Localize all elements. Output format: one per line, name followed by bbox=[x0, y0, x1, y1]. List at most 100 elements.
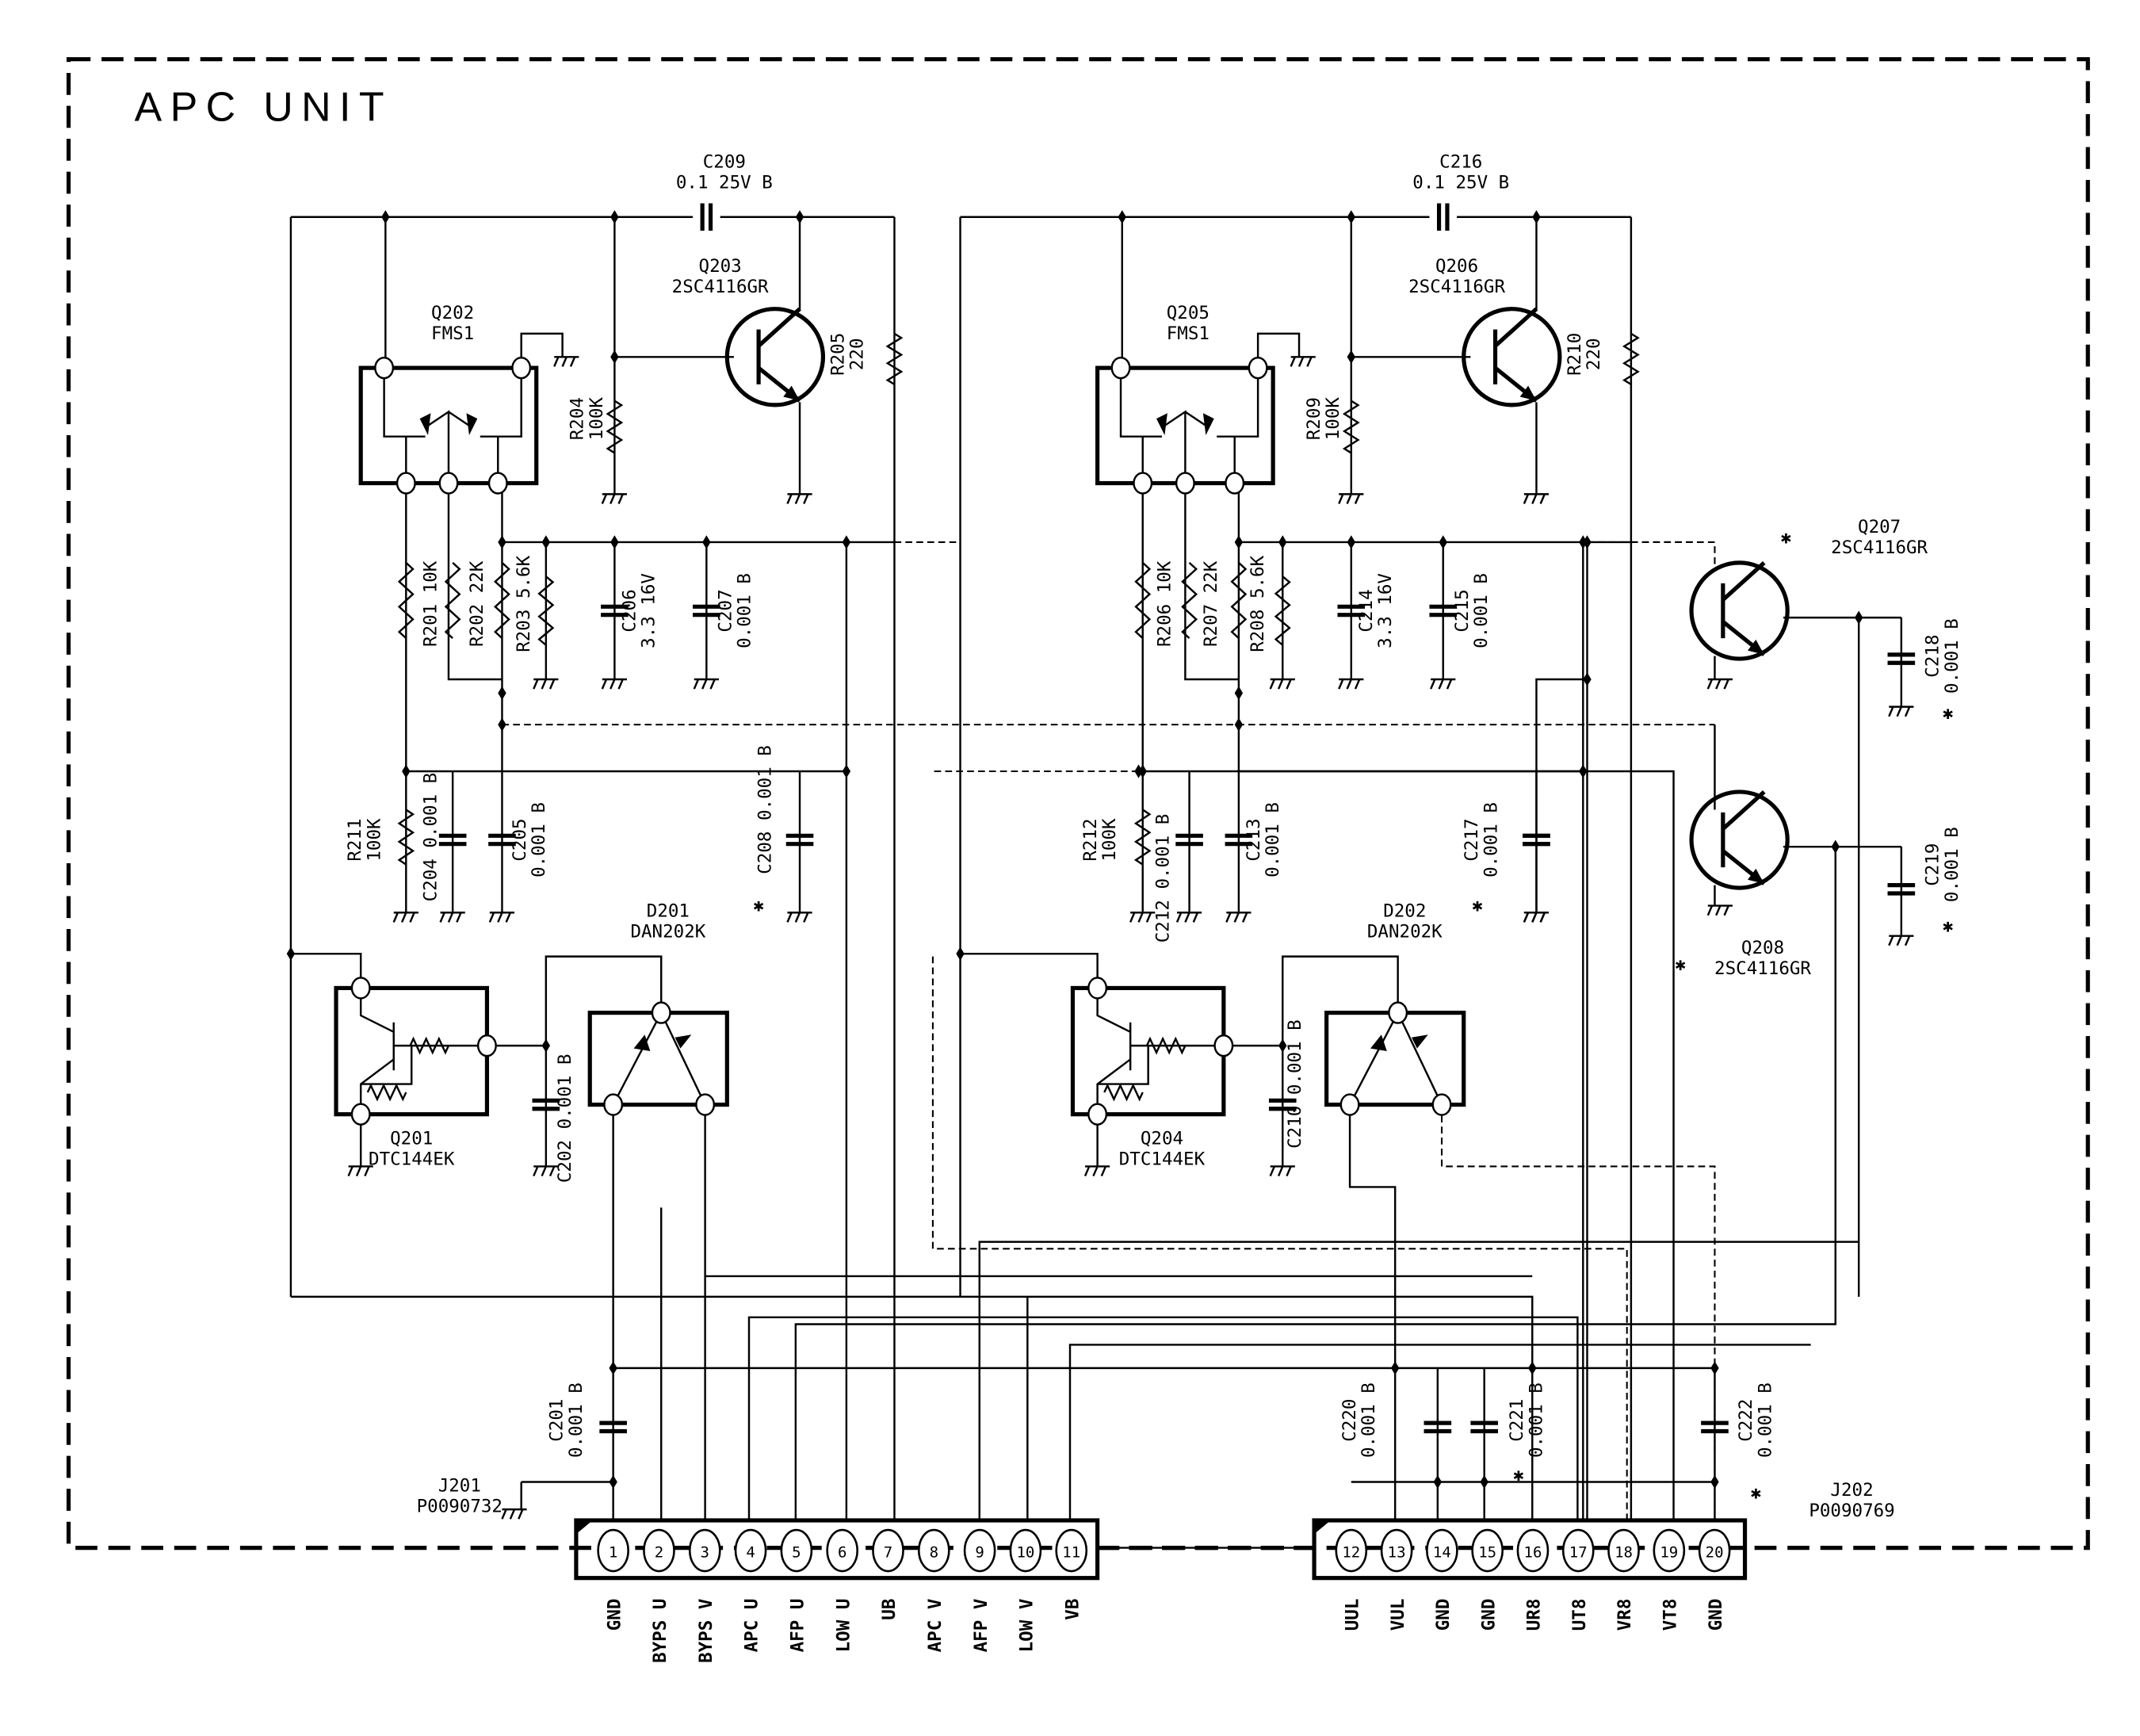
special-part-marker: ✱ bbox=[1675, 954, 1686, 975]
label-r204: 100K bbox=[587, 397, 607, 441]
connector-pin bbox=[1335, 1528, 1368, 1573]
pin-label: BYPS V bbox=[696, 1599, 717, 1663]
ground-icon bbox=[553, 356, 579, 367]
pin-label: GND bbox=[604, 1599, 625, 1631]
pin-number: 5 bbox=[792, 1544, 801, 1562]
pin-label: UB bbox=[879, 1599, 900, 1620]
pin-number: 6 bbox=[838, 1544, 846, 1562]
connector-pin bbox=[872, 1528, 904, 1573]
label-q204: Q204 bbox=[1141, 1129, 1183, 1149]
ground-icon bbox=[439, 912, 465, 923]
connector-ref: J202 bbox=[1830, 1480, 1873, 1501]
label-r210: R210 bbox=[1565, 333, 1585, 376]
label-c218: 0.001 B bbox=[1942, 618, 1962, 694]
ground-icon bbox=[1175, 912, 1202, 923]
connector-pin bbox=[1607, 1528, 1640, 1573]
pin-number: 4 bbox=[746, 1544, 755, 1562]
wire bbox=[978, 1241, 1859, 1520]
ground-icon bbox=[1430, 678, 1456, 690]
pin-circle bbox=[374, 356, 395, 380]
label-c219: C219 bbox=[1923, 843, 1943, 886]
label-r206: R206 10K bbox=[1154, 560, 1175, 647]
package-outline bbox=[587, 1011, 729, 1107]
pin-label: GND bbox=[1706, 1599, 1726, 1631]
emitter-arrow bbox=[783, 385, 801, 401]
label-c221: C221 bbox=[1507, 1399, 1527, 1442]
label-r212: R212 bbox=[1080, 818, 1101, 861]
package-outline bbox=[574, 1518, 1100, 1581]
connector-pin bbox=[963, 1528, 996, 1573]
diode-symbol bbox=[633, 1034, 692, 1052]
resistor-symbol bbox=[444, 562, 461, 639]
ground-icon bbox=[1269, 1165, 1295, 1177]
ground-icon bbox=[1888, 705, 1914, 717]
special-part-marker: ✱ bbox=[1943, 916, 1954, 936]
special-part-marker: ✱ bbox=[1472, 896, 1483, 916]
label-q207: 2SC4116GR bbox=[1831, 537, 1928, 558]
pin-number: 7 bbox=[884, 1544, 892, 1562]
connector-ref: J201 bbox=[438, 1476, 481, 1497]
pin-number: 15 bbox=[1478, 1544, 1496, 1562]
pin-label: GND bbox=[1433, 1599, 1454, 1631]
pin-circle bbox=[396, 472, 416, 495]
pin-label: AFP V bbox=[971, 1599, 992, 1653]
pin-label: VUL bbox=[1388, 1599, 1408, 1631]
special-part-marker: ✱ bbox=[753, 896, 764, 916]
ground-icon bbox=[786, 912, 812, 923]
ground-icon bbox=[1083, 1165, 1110, 1177]
label-c205: 0.001 B bbox=[529, 802, 549, 878]
wire bbox=[1535, 678, 1588, 913]
pin-circle bbox=[1248, 356, 1268, 380]
resistor-symbol bbox=[366, 1083, 407, 1102]
pin-number: 2 bbox=[655, 1544, 663, 1562]
label-c202: C202 0.001 B bbox=[555, 1054, 575, 1183]
transistor-symbol bbox=[1689, 790, 1790, 890]
label-c206: C206 bbox=[619, 589, 640, 632]
pin-label: LOW U bbox=[833, 1599, 854, 1653]
capacitor-symbol bbox=[1436, 203, 1450, 231]
label-c214: 3.3 16V bbox=[1375, 573, 1396, 648]
label-c215: C215 bbox=[1452, 589, 1473, 632]
connector-pin bbox=[734, 1528, 767, 1573]
label-c209: C209 bbox=[703, 151, 746, 172]
pin-number: 11 bbox=[1062, 1544, 1080, 1562]
resistor-symbol bbox=[494, 562, 510, 639]
label-c220: 0.001 B bbox=[1359, 1382, 1379, 1458]
connector-pin bbox=[597, 1528, 629, 1573]
junction-dot bbox=[1234, 686, 1244, 700]
label-q205: FMS1 bbox=[1167, 323, 1209, 344]
label-r207: R207 22K bbox=[1201, 560, 1221, 647]
connector-pin bbox=[1698, 1528, 1731, 1573]
label-q206: Q206 bbox=[1435, 256, 1478, 277]
capacitor-symbol bbox=[488, 833, 516, 847]
resistor-symbol bbox=[409, 1036, 450, 1055]
pin-circle bbox=[1087, 1103, 1108, 1126]
label-d201: D201 bbox=[647, 901, 690, 921]
label-r209: R209 bbox=[1304, 397, 1324, 440]
pin-circle bbox=[1133, 472, 1153, 495]
capacitor-symbol bbox=[1523, 833, 1550, 847]
resistor-symbol bbox=[1181, 562, 1198, 639]
pin-number: 19 bbox=[1660, 1544, 1678, 1562]
label-c222: 0.001 B bbox=[1755, 1382, 1775, 1458]
special-part-marker: ✱ bbox=[1943, 703, 1954, 724]
connector-pin bbox=[826, 1528, 859, 1573]
components bbox=[334, 203, 1916, 1581]
wire bbox=[1441, 1104, 1716, 1520]
special-part-marker: ✱ bbox=[1781, 528, 1792, 549]
label-c213: 0.001 B bbox=[1263, 802, 1283, 878]
label-c210: C210 0.001 B bbox=[1285, 1019, 1305, 1149]
wire bbox=[747, 1316, 1579, 1520]
pin-label: APC V bbox=[925, 1599, 946, 1653]
pin-label: GND bbox=[1478, 1599, 1499, 1631]
pin-circle bbox=[1110, 356, 1131, 380]
capacitor-symbol bbox=[1423, 1421, 1452, 1434]
emitter-arrow bbox=[1519, 385, 1537, 401]
pin-number: 10 bbox=[1016, 1544, 1034, 1562]
pin-circle bbox=[1388, 1001, 1408, 1024]
label-c207: C207 bbox=[716, 589, 736, 632]
pin-label: AFP U bbox=[788, 1599, 808, 1653]
